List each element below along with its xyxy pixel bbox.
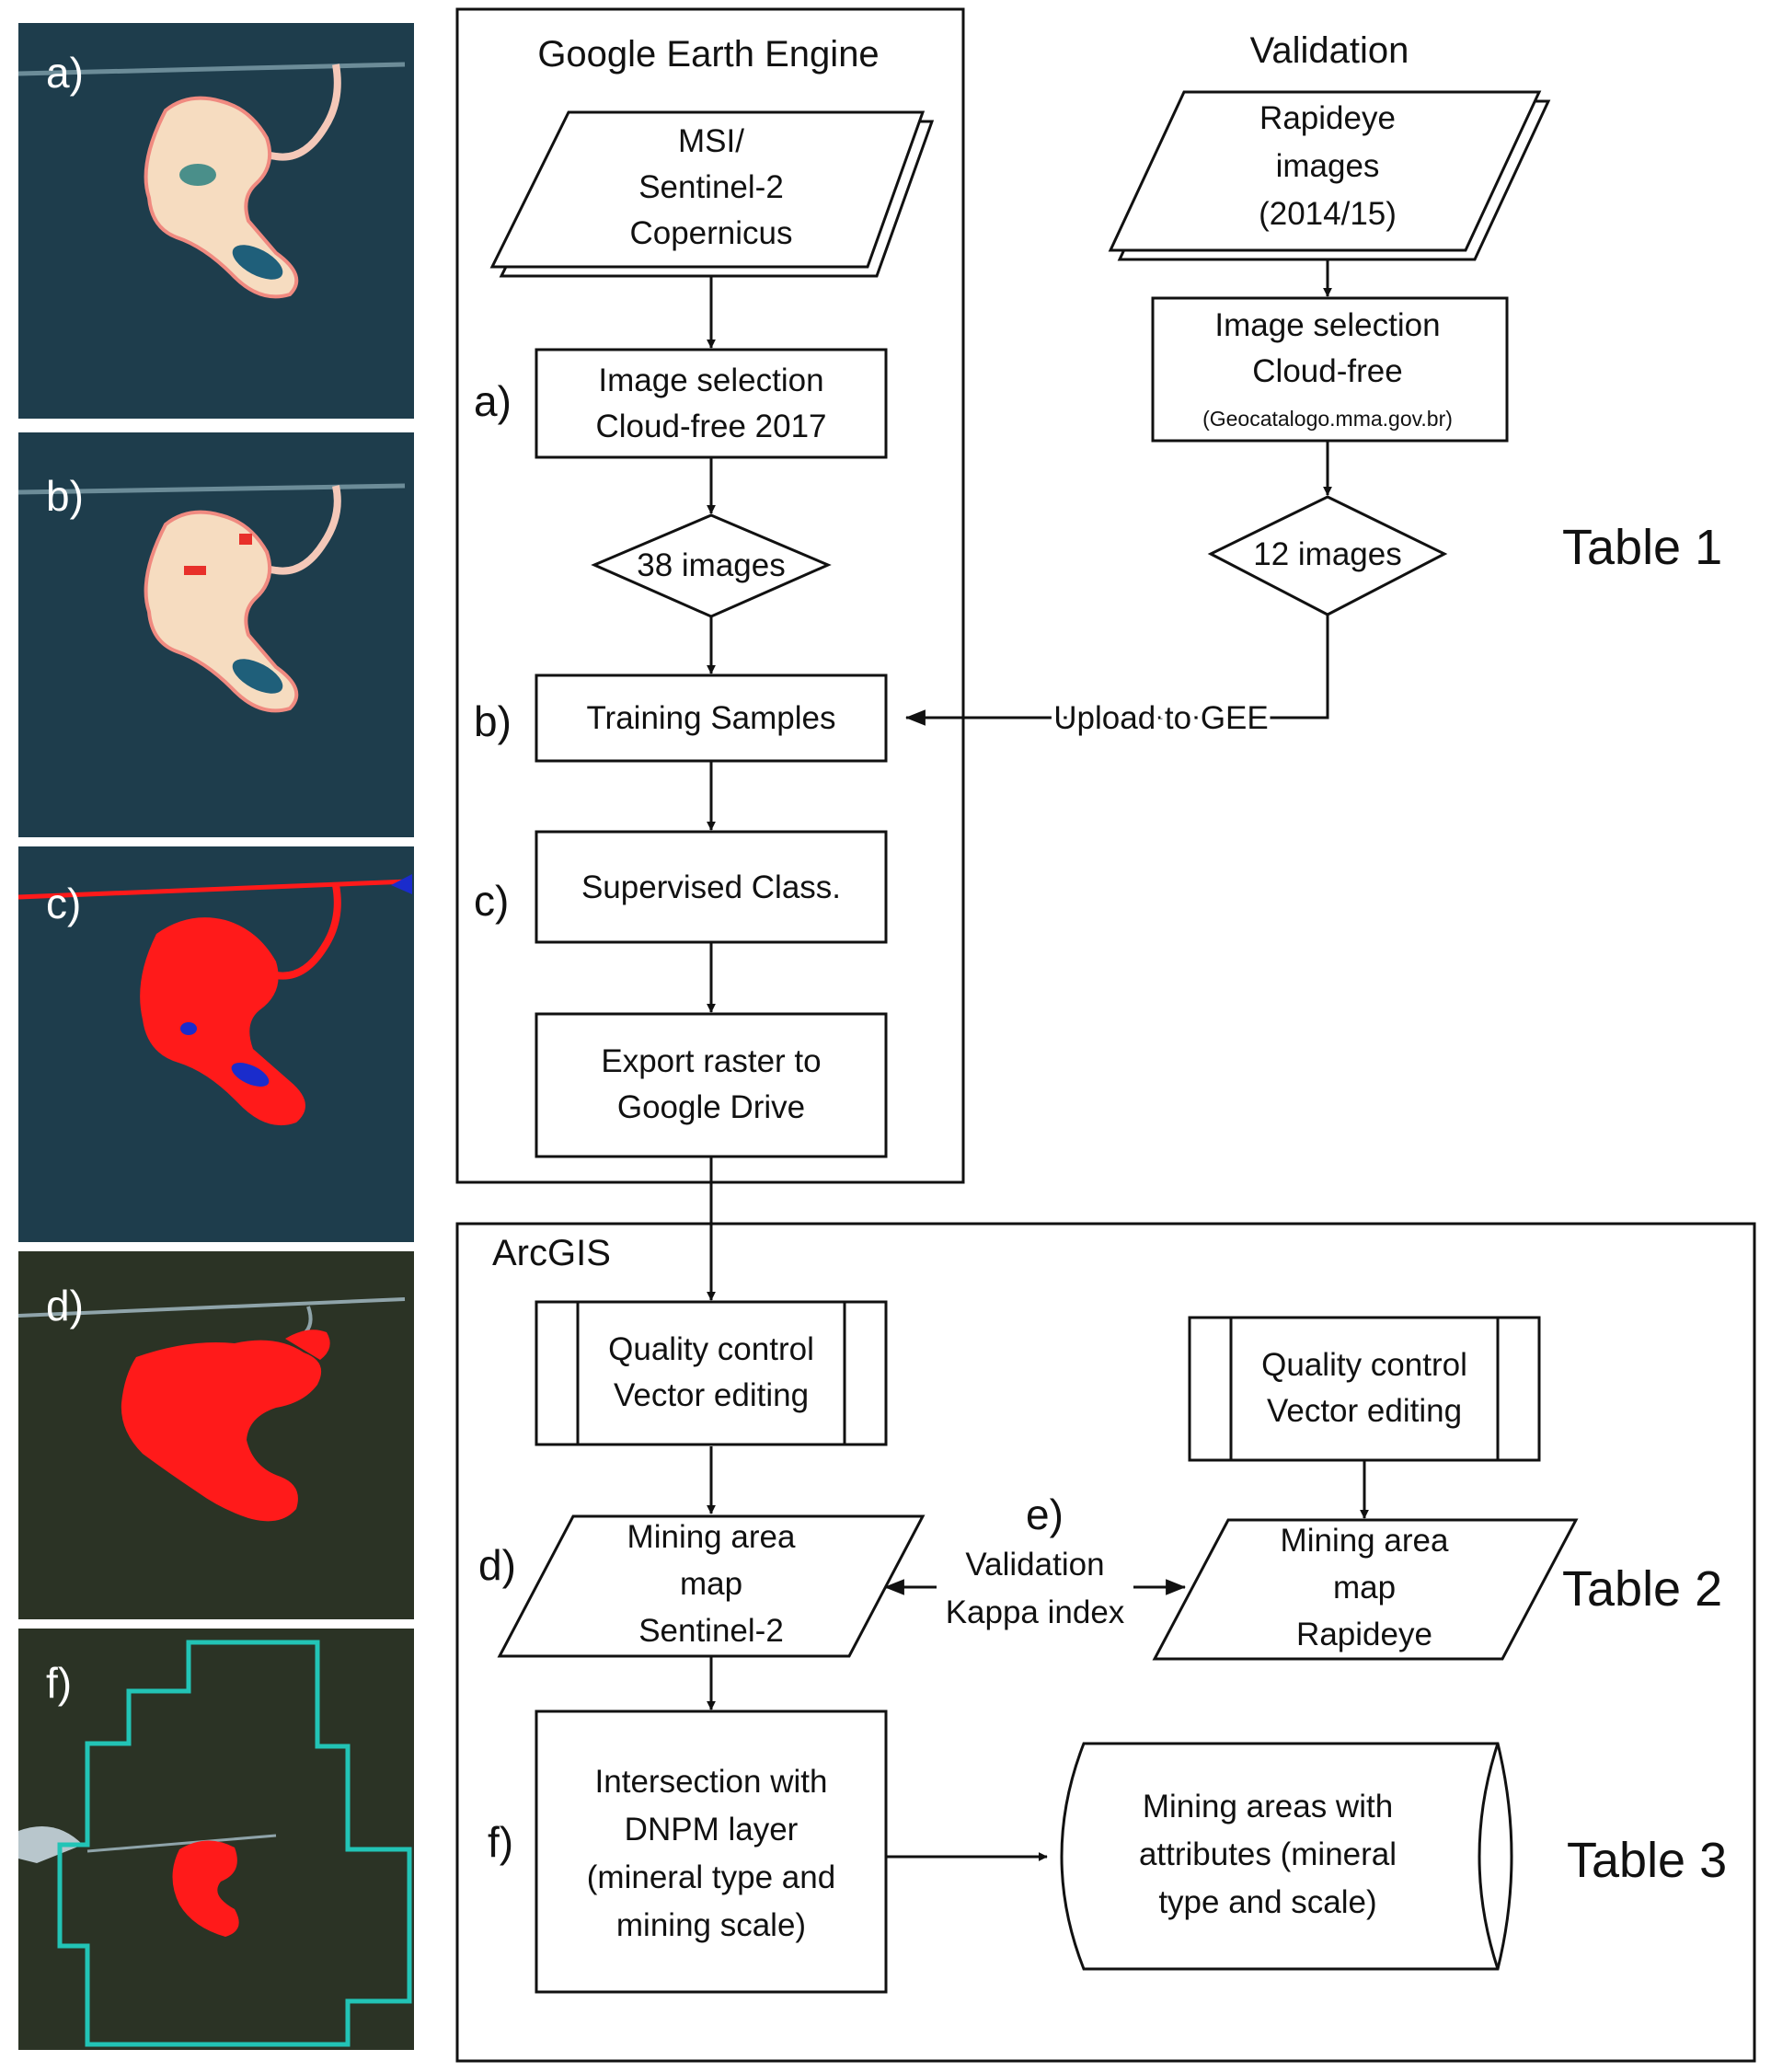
mining-areas-line-2: attributes (mineral xyxy=(1139,1836,1397,1872)
quality-control-right-node: Quality control Vector editing xyxy=(1188,1316,1541,1462)
step-label-b: b) xyxy=(474,697,512,745)
mining-map-rapideye-node: Mining area map Rapideye xyxy=(1152,1518,1579,1661)
table-3-label: Table 3 xyxy=(1567,1833,1727,1888)
intersection-line-2: DNPM layer xyxy=(625,1812,799,1848)
supervised-label: Supervised Class. xyxy=(581,869,841,905)
arcgis-header: ArcGIS xyxy=(492,1233,611,1273)
msi-line-3: Copernicus xyxy=(629,215,792,251)
map-s2-line-1: Mining area xyxy=(627,1519,796,1555)
rapideye-line-3: (2014/15) xyxy=(1259,196,1397,232)
step-label-c: c) xyxy=(474,877,509,925)
map-s2-line-2: map xyxy=(680,1566,742,1602)
msi-line-1: MSI/ xyxy=(678,123,744,159)
rapideye-line-2: images xyxy=(1276,148,1380,184)
supervised-class-node: Supervised Class. xyxy=(535,830,888,944)
validation-kappa-label: Validation Kappa index xyxy=(946,1547,1125,1630)
quality-control-left-node: Quality control Vector editing xyxy=(535,1300,888,1446)
img-sel-val-line-2: Cloud-free xyxy=(1252,353,1402,389)
satellite-panel-a: a) xyxy=(17,23,414,419)
step-label-e: e) xyxy=(1026,1491,1064,1538)
img-sel-gee-line-1: Image selection xyxy=(598,363,823,398)
arcgis-frame xyxy=(455,1222,1756,2063)
gee-header: Google Earth Engine xyxy=(537,34,879,75)
step-label-f: f) xyxy=(488,1818,513,1866)
images-38-node: 38 images xyxy=(591,513,832,618)
img-sel-val-source: (Geocatalogo.mma.gov.br) xyxy=(1202,407,1453,431)
step-label-d: d) xyxy=(478,1541,516,1589)
map-re-line-2: map xyxy=(1333,1570,1396,1606)
export-line-2: Google Drive xyxy=(617,1089,805,1125)
table-2-label: Table 2 xyxy=(1562,1561,1722,1617)
export-raster-node: Export raster to Google Drive xyxy=(535,1012,888,1158)
panel-label-b: b) xyxy=(46,472,84,520)
satellite-panel-f: f) xyxy=(18,1629,414,2050)
image-selection-validation-node: Image selection Cloud-free (Geocatalogo.… xyxy=(1151,296,1509,443)
satellite-panel-b: b) xyxy=(17,432,414,837)
mining-map-sentinel-node: Mining area map Sentinel-2 xyxy=(497,1514,926,1658)
img-sel-val-line-1: Image selection xyxy=(1214,307,1440,343)
validation-header: Validation xyxy=(1250,30,1409,71)
training-samples-node: Training Samples xyxy=(535,673,888,763)
validation-kappa-line-2: Kappa index xyxy=(946,1594,1125,1630)
intersection-line-3: (mineral type and xyxy=(587,1859,835,1895)
intersection-dnpm-node: Intersection with DNPM layer (mineral ty… xyxy=(535,1709,888,1994)
images-12-label: 12 images xyxy=(1253,536,1401,572)
qc-left-line-1: Quality control xyxy=(608,1331,814,1367)
mining-areas-line-1: Mining areas with xyxy=(1143,1789,1393,1825)
step-label-a: a) xyxy=(474,377,512,425)
msi-line-2: Sentinel-2 xyxy=(638,169,784,205)
mining-areas-database-node: Mining areas with attributes (mineral ty… xyxy=(1060,1742,1513,1971)
qc-right-line-2: Vector editing xyxy=(1267,1393,1462,1429)
upload-to-gee-label: Upload to GEE xyxy=(1053,700,1268,736)
satellite-panel-d: d) xyxy=(17,1251,414,1619)
qc-left-line-2: Vector editing xyxy=(614,1377,809,1413)
qc-right-line-1: Quality control xyxy=(1261,1347,1467,1383)
images-12-node: 12 images xyxy=(1207,495,1448,616)
map-re-line-3: Rapideye xyxy=(1296,1617,1432,1652)
edges xyxy=(707,260,1369,1861)
msi-sentinel-node: MSI/ Sentinel-2 Copernicus xyxy=(489,110,935,278)
intersection-line-4: mining scale) xyxy=(616,1907,806,1943)
image-selection-gee-node: Image selection Cloud-free 2017 xyxy=(535,348,888,459)
rapideye-images-node: Rapideye images (2014/15) xyxy=(1108,90,1551,261)
map-s2-line-3: Sentinel-2 xyxy=(638,1613,784,1649)
map-re-line-1: Mining area xyxy=(1281,1523,1449,1559)
img-sel-gee-line-2: Cloud-free 2017 xyxy=(596,409,827,444)
rapideye-line-1: Rapideye xyxy=(1259,100,1396,136)
export-line-1: Export raster to xyxy=(601,1043,821,1079)
panel-label-f: f) xyxy=(46,1659,72,1707)
panel-label-c: c) xyxy=(46,880,81,927)
panel-label-a: a) xyxy=(46,49,84,97)
images-38-label: 38 images xyxy=(637,547,785,583)
training-label: Training Samples xyxy=(586,700,835,736)
edge-12-to-training xyxy=(904,615,1329,726)
intersection-line-1: Intersection with xyxy=(595,1764,828,1800)
satellite-panel-c: c) xyxy=(17,846,414,1242)
table-1-label: Table 1 xyxy=(1562,520,1722,575)
panel-label-d: d) xyxy=(46,1282,84,1330)
validation-kappa-line-1: Validation xyxy=(965,1547,1104,1583)
mining-areas-line-3: type and scale) xyxy=(1158,1884,1376,1920)
